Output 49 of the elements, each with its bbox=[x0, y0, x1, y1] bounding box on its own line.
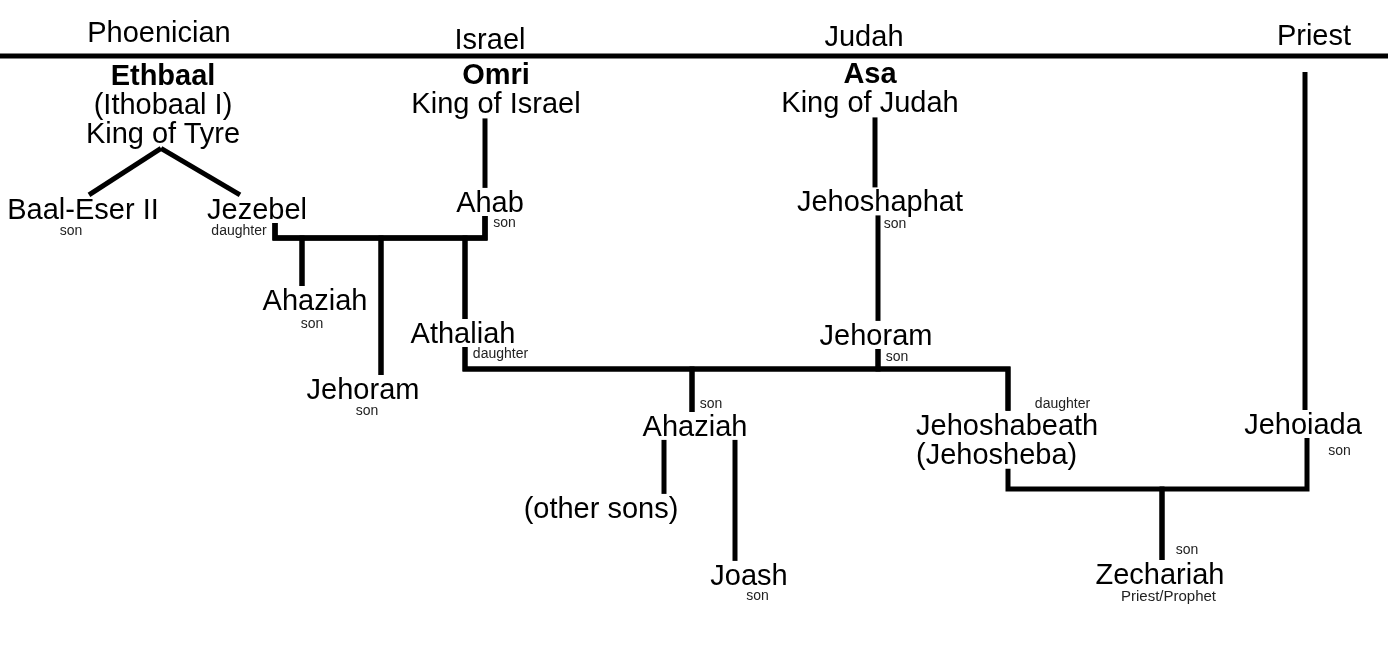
relation-label: daughter bbox=[1034, 397, 1091, 411]
ruler-epithet: (Ithobaal I) King of Tyre bbox=[84, 90, 242, 149]
person-name: Ahaziah bbox=[642, 411, 748, 440]
person-name: Ahaziah bbox=[262, 285, 368, 314]
person-name: Joash bbox=[710, 560, 788, 589]
relation-label: son bbox=[699, 396, 723, 410]
person-name: (other sons) bbox=[523, 493, 679, 522]
family-line bbox=[875, 215, 881, 321]
person-name: Jezebel bbox=[207, 194, 307, 223]
family-line bbox=[661, 439, 667, 494]
relation-label: son bbox=[885, 350, 909, 364]
ruler-name: Ethbaal bbox=[109, 61, 217, 91]
family-line bbox=[1302, 72, 1308, 410]
relation-label: son bbox=[355, 403, 379, 417]
person-name: Zechariah bbox=[1095, 559, 1225, 588]
person-name: Jehoram bbox=[306, 374, 420, 403]
relation-label: son bbox=[493, 216, 516, 230]
family-line bbox=[1159, 437, 1310, 560]
ruler-name: Omri bbox=[461, 60, 531, 90]
ruler-epithet: King of Israel bbox=[411, 89, 581, 119]
person-name: Baal-Eser II bbox=[7, 194, 159, 223]
relation-label: son bbox=[59, 223, 83, 237]
role-label: Priest/Prophet bbox=[1121, 589, 1216, 603]
family-line bbox=[462, 215, 488, 319]
family-line bbox=[732, 439, 738, 561]
person-name: Athaliah bbox=[410, 318, 516, 347]
family-line bbox=[159, 146, 242, 198]
family-line bbox=[482, 118, 488, 188]
family-line bbox=[872, 117, 878, 188]
relation-label: son bbox=[746, 589, 769, 603]
ruler-name: Asa bbox=[842, 59, 898, 89]
person-name: Jehoshabeath (Jehosheba) bbox=[916, 410, 1106, 469]
relation-label: son bbox=[883, 216, 907, 230]
person-name: Jehoshaphat bbox=[796, 187, 964, 216]
column-heading: Phoenician bbox=[87, 17, 231, 46]
ruler-epithet: King of Judah bbox=[781, 88, 959, 118]
column-heading: Israel bbox=[454, 24, 526, 53]
family-line bbox=[875, 348, 1011, 411]
relation-label: daughter bbox=[472, 347, 529, 361]
relation-label: daughter bbox=[211, 223, 267, 237]
person-name: Ahab bbox=[456, 187, 524, 216]
relation-label: son bbox=[300, 316, 324, 330]
person-name: Jehoiada bbox=[1244, 409, 1362, 438]
family-line bbox=[87, 146, 163, 197]
column-heading: Judah bbox=[824, 21, 904, 50]
relation-label: son bbox=[1328, 444, 1351, 458]
person-name: Jehoram bbox=[819, 320, 933, 349]
column-heading: Priest bbox=[1276, 20, 1352, 49]
relation-label: son bbox=[1175, 542, 1199, 556]
